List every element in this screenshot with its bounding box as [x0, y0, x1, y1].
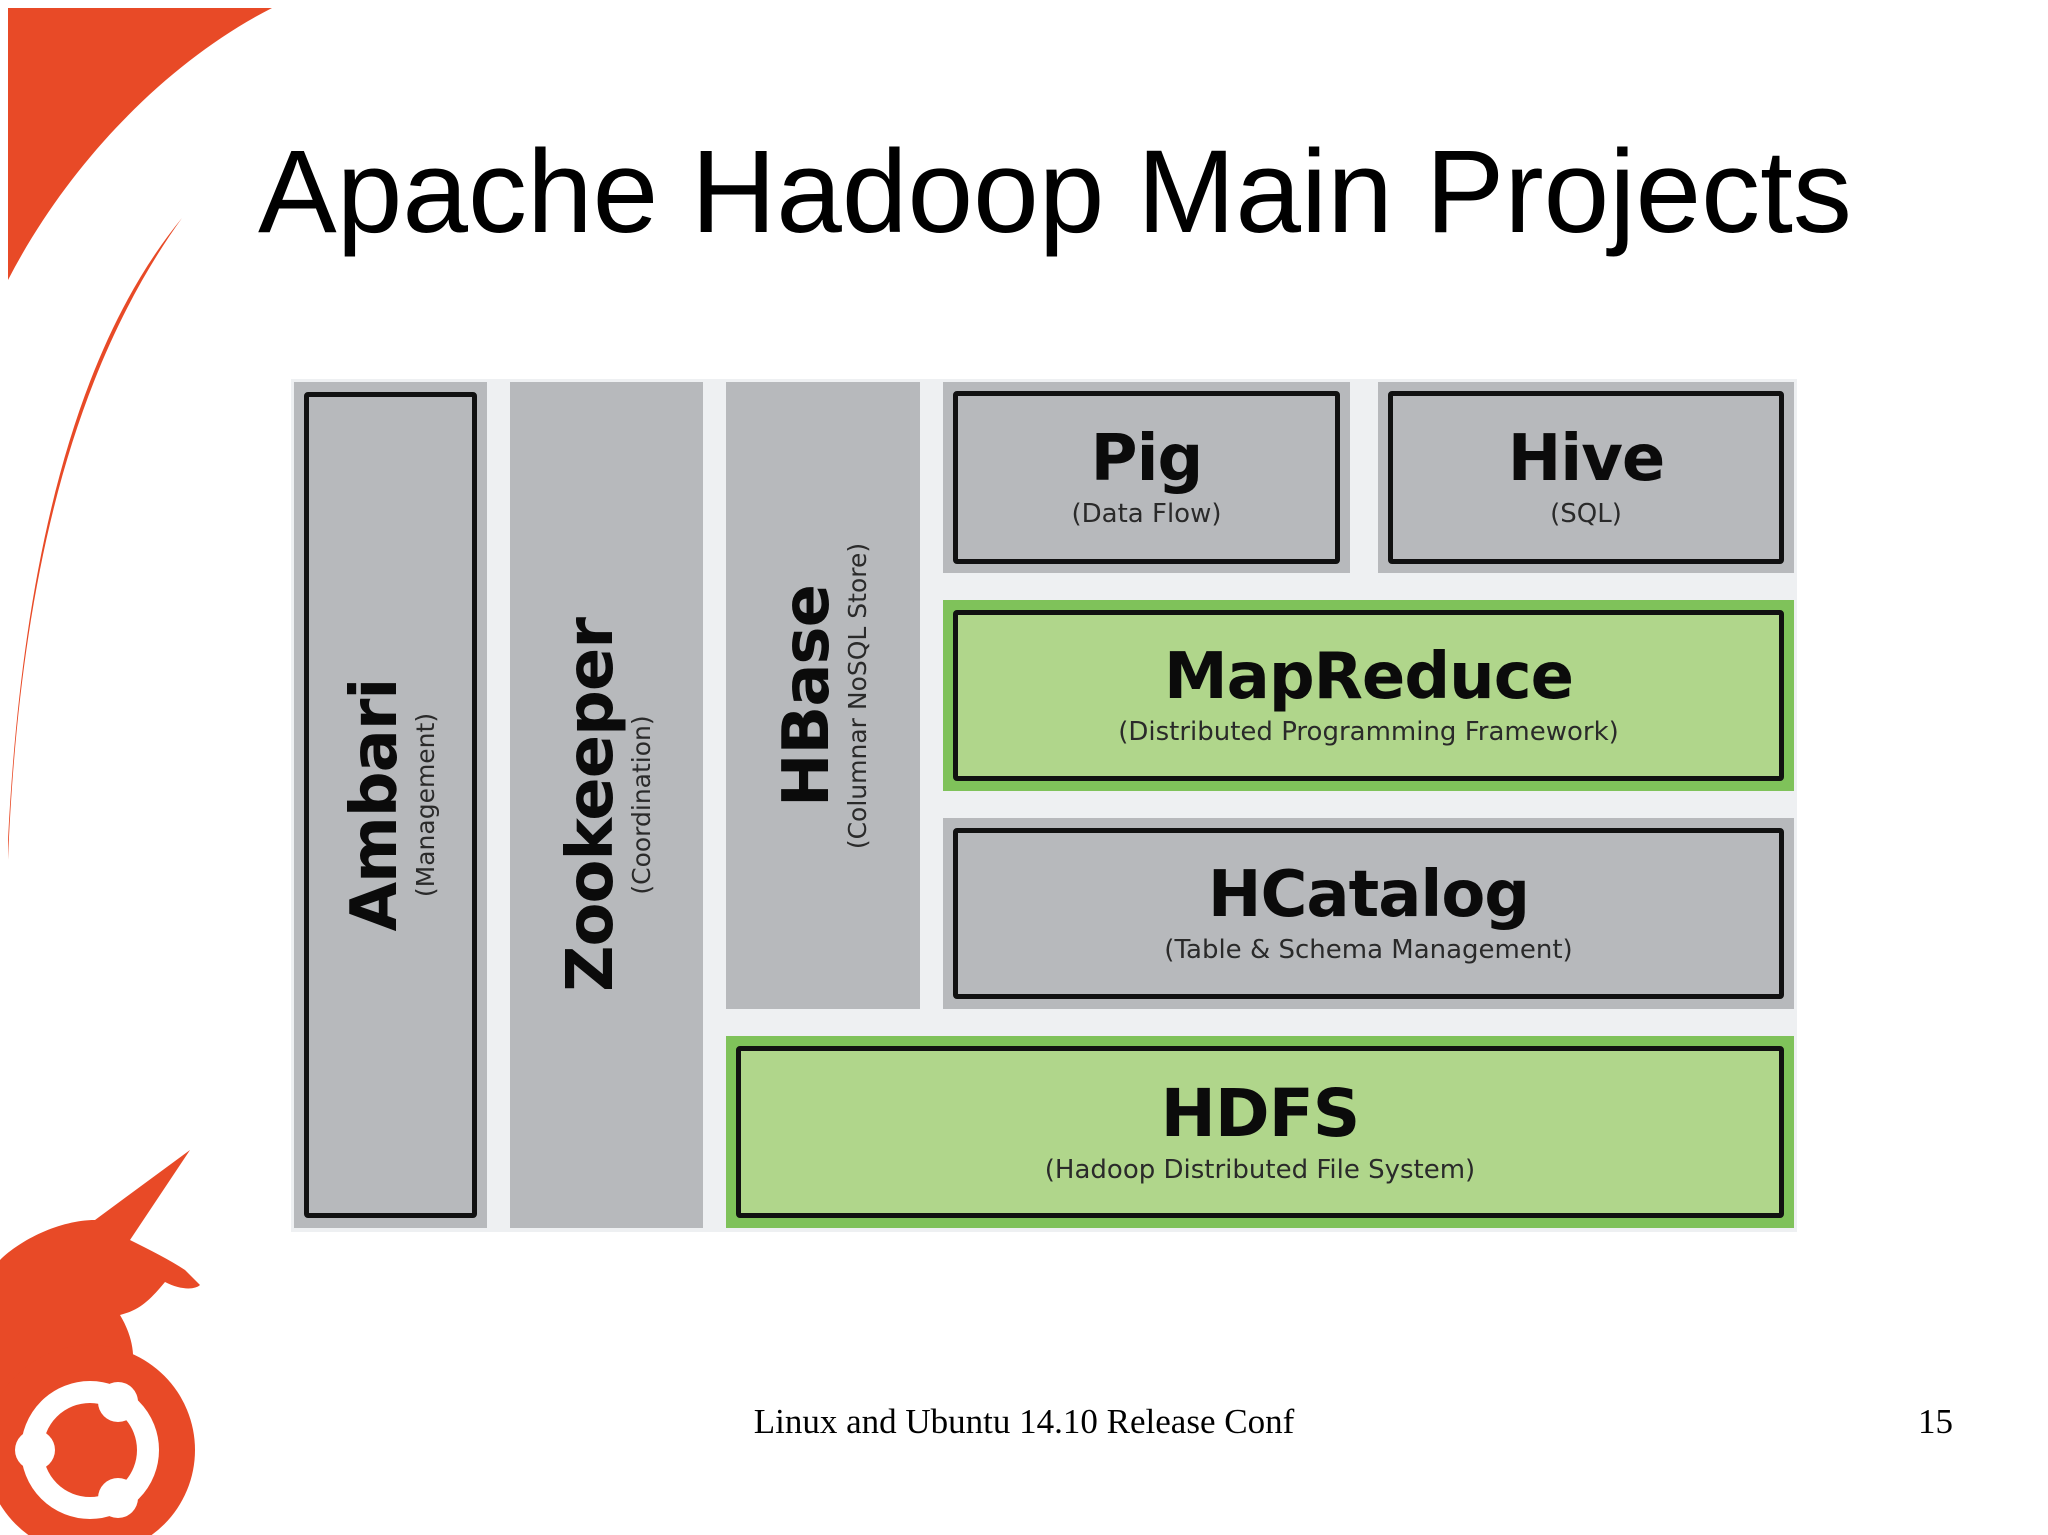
- slide-footer: Linux and Ubuntu 14.10 Release Conf: [753, 1402, 1295, 1441]
- hbase-label-group: HBase (Columnar NoSQL Store): [769, 542, 873, 849]
- mapreduce-name: MapReduce: [1163, 639, 1574, 714]
- hbase-block: HBase (Columnar NoSQL Store): [726, 382, 920, 1009]
- ambari-name: Ambari: [337, 678, 412, 932]
- hive-description: (SQL): [1550, 499, 1622, 530]
- ambari-description: (Management): [410, 712, 440, 898]
- hadoop-stack-diagram: Ambari (Management) Zookeeper (Coordinat…: [291, 379, 1797, 1232]
- zookeeper-description: (Coordination): [626, 715, 656, 895]
- ubuntu-unicorn-logo-icon: [0, 1150, 200, 1535]
- hdfs-name: HDFS: [1160, 1075, 1361, 1153]
- zookeeper-name: Zookeeper: [553, 618, 628, 992]
- mapreduce-description: (Distributed Programming Framework): [1118, 717, 1619, 748]
- pig-box: Pig (Data Flow): [953, 391, 1340, 564]
- hcatalog-name: HCatalog: [1207, 857, 1530, 932]
- zookeeper-label-group: Zookeeper (Coordination): [553, 618, 656, 992]
- slide-title: Apache Hadoop Main Projects: [258, 126, 1852, 258]
- hcatalog-block: HCatalog (Table & Schema Management): [943, 818, 1794, 1009]
- orange-swoosh-decoration-icon: [8, 8, 272, 860]
- page-number: 15: [1918, 1402, 1953, 1441]
- hive-box: Hive (SQL): [1388, 391, 1784, 564]
- ambari-box: Ambari (Management): [304, 392, 477, 1218]
- pig-block: Pig (Data Flow): [943, 382, 1350, 573]
- hdfs-box: HDFS (Hadoop Distributed File System): [736, 1046, 1784, 1218]
- pig-name: Pig: [1090, 421, 1204, 496]
- hcatalog-description: (Table & Schema Management): [1164, 935, 1573, 966]
- ambari-label-group: Ambari (Management): [337, 678, 440, 932]
- hive-name: Hive: [1507, 421, 1666, 496]
- hcatalog-box: HCatalog (Table & Schema Management): [953, 828, 1784, 999]
- hbase-name: HBase: [769, 584, 844, 807]
- hbase-description: (Columnar NoSQL Store): [843, 542, 873, 849]
- hdfs-description: (Hadoop Distributed File System): [1044, 1154, 1476, 1185]
- mapreduce-box: MapReduce (Distributed Programming Frame…: [953, 610, 1784, 781]
- hive-block: Hive (SQL): [1378, 382, 1794, 573]
- zookeeper-block: Zookeeper (Coordination): [510, 382, 703, 1228]
- pig-description: (Data Flow): [1071, 499, 1222, 530]
- ambari-block: Ambari (Management): [294, 382, 487, 1228]
- mapreduce-block: MapReduce (Distributed Programming Frame…: [943, 600, 1794, 791]
- hdfs-block: HDFS (Hadoop Distributed File System): [726, 1036, 1794, 1228]
